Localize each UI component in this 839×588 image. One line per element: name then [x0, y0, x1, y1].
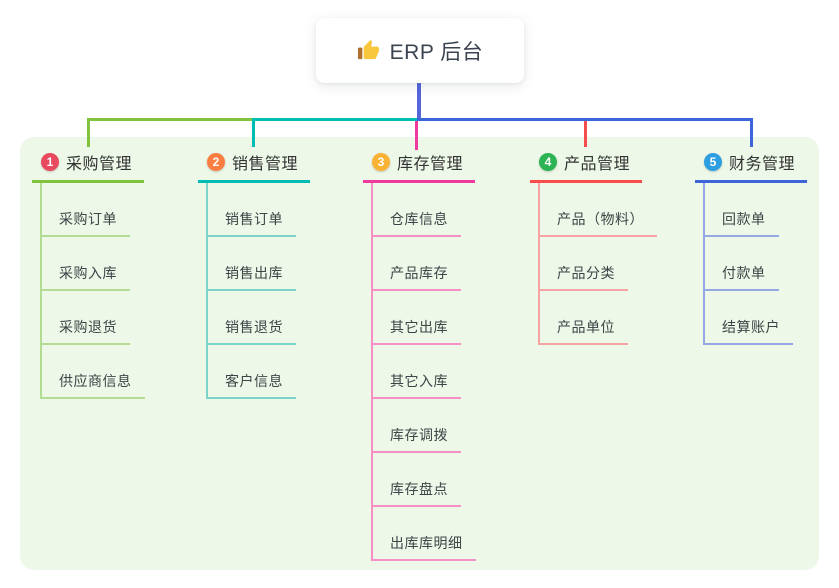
child-node[interactable]: 其它入库 [373, 345, 461, 399]
branch-number-badge: 2 [207, 153, 225, 171]
child-node[interactable]: 采购退货 [42, 291, 130, 345]
branch-2: 2 销售管理销售订单销售出库销售退货客户信息 [198, 146, 311, 399]
branch-header-4[interactable]: 4 产品管理 [530, 146, 643, 183]
branch-title: 产品管理 [564, 156, 631, 173]
branch-title: 销售管理 [232, 156, 299, 173]
child-node[interactable]: 库存调拨 [373, 399, 461, 453]
branch-children-1: 采购订单采购入库采购退货供应商信息 [40, 183, 145, 399]
branch-header-5[interactable]: 5 财务管理 [695, 146, 808, 183]
branch-1: 1 采购管理采购订单采购入库采购退货供应商信息 [32, 146, 145, 399]
branch-number-badge: 1 [41, 153, 59, 171]
child-node[interactable]: 采购订单 [42, 183, 130, 237]
child-node[interactable]: 产品库存 [373, 237, 461, 291]
branch-title: 采购管理 [66, 156, 133, 173]
branch-header-2[interactable]: 2 销售管理 [198, 146, 311, 183]
branch-title: 库存管理 [397, 156, 464, 173]
drop-line-branch-4 [584, 121, 587, 147]
child-node[interactable]: 付款单 [705, 237, 779, 291]
root-node-title: ERP 后台 [389, 40, 484, 64]
child-node[interactable]: 产品分类 [540, 237, 628, 291]
child-node[interactable]: 库存盘点 [373, 453, 461, 507]
trunk-segment-1 [87, 118, 255, 121]
branch-children-3: 仓库信息产品库存其它出库其它入库库存调拨库存盘点出库库明细 [371, 183, 476, 561]
trunk-segment-2 [252, 118, 420, 121]
branch-3: 3 库存管理仓库信息产品库存其它出库其它入库库存调拨库存盘点出库库明细 [363, 146, 476, 561]
branch-children-5: 回款单付款单结算账户 [703, 183, 793, 345]
root-node-erp[interactable]: ERP 后台 [316, 18, 524, 83]
child-node[interactable]: 出库库明细 [373, 507, 476, 561]
root-connector-line [417, 83, 421, 120]
drop-line-branch-5 [750, 118, 753, 147]
child-node[interactable]: 销售退货 [208, 291, 296, 345]
branch-number-badge: 5 [704, 153, 722, 171]
branch-5: 5 财务管理回款单付款单结算账户 [695, 146, 808, 345]
branch-number-badge: 4 [539, 153, 557, 171]
child-node[interactable]: 回款单 [705, 183, 779, 237]
thumbs-up-icon [357, 39, 380, 62]
drop-line-branch-3 [415, 121, 418, 150]
branch-header-1[interactable]: 1 采购管理 [32, 146, 145, 183]
mindmap-background-panel [20, 137, 819, 570]
drop-line-branch-1 [87, 118, 90, 147]
branch-children-4: 产品（物料）产品分类产品单位 [538, 183, 657, 345]
child-node[interactable]: 其它出库 [373, 291, 461, 345]
drop-line-branch-2 [252, 118, 255, 147]
branch-number-badge: 3 [372, 153, 390, 171]
child-node[interactable]: 采购入库 [42, 237, 130, 291]
branch-4: 4 产品管理产品（物料）产品分类产品单位 [530, 146, 657, 345]
branch-children-2: 销售订单销售出库销售退货客户信息 [206, 183, 296, 399]
child-node[interactable]: 供应商信息 [42, 345, 145, 399]
child-node[interactable]: 销售出库 [208, 237, 296, 291]
branch-title: 财务管理 [729, 156, 796, 173]
child-node[interactable]: 结算账户 [705, 291, 793, 345]
child-node[interactable]: 产品单位 [540, 291, 628, 345]
child-node[interactable]: 销售订单 [208, 183, 296, 237]
child-node[interactable]: 客户信息 [208, 345, 296, 399]
trunk-segment-5 [417, 118, 753, 121]
child-node[interactable]: 产品（物料） [540, 183, 657, 237]
child-node[interactable]: 仓库信息 [373, 183, 461, 237]
branch-header-3[interactable]: 3 库存管理 [363, 146, 476, 183]
